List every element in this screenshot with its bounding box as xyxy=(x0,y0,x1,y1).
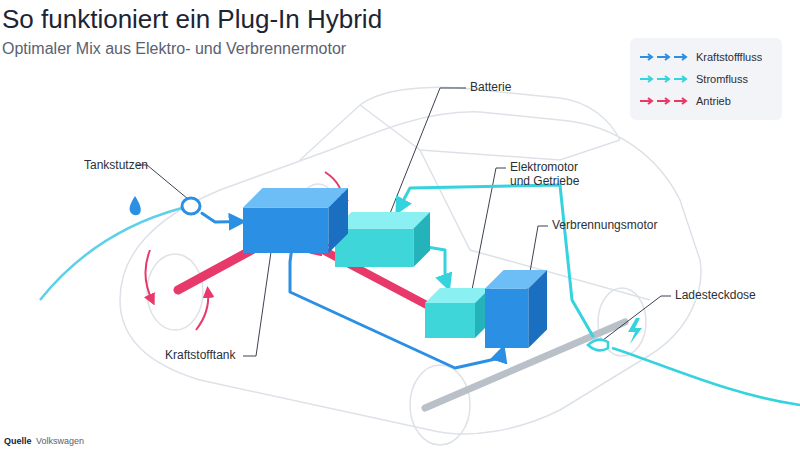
part-label: Tankstutzen xyxy=(84,158,148,172)
flow-line xyxy=(290,253,503,368)
leader-line xyxy=(243,245,272,356)
legend-sample xyxy=(640,73,690,85)
source-label: Quelle xyxy=(4,436,32,446)
flow-chevron xyxy=(674,54,686,60)
charging-socket: Ladesteckdose xyxy=(586,336,610,354)
box-top xyxy=(335,212,430,229)
source-label: Volkswagen xyxy=(36,436,84,446)
flow-line xyxy=(430,247,449,288)
legend-swatch xyxy=(640,98,686,104)
legend-text: Kraftstofffluss xyxy=(696,50,762,64)
part-label: Ladesteckdose xyxy=(675,288,756,302)
electric-motor-box: Elektromotor und Getriebe xyxy=(425,288,490,338)
legend: KraftstoffflussStromflussAntrieb xyxy=(630,38,782,120)
flow-chevron xyxy=(657,76,669,82)
flow-chevron xyxy=(640,98,652,104)
node-shape xyxy=(425,288,490,338)
lightning-symbol xyxy=(628,318,642,344)
legend-text: Stromfluss xyxy=(696,72,748,86)
part-label: Kraftstofftank xyxy=(165,348,235,362)
filler-ring xyxy=(182,198,200,214)
flow-chevron xyxy=(674,76,686,82)
node-shape xyxy=(180,196,202,216)
flow-line xyxy=(202,213,243,222)
flow-chevron xyxy=(674,98,686,104)
box-side xyxy=(329,188,349,253)
leader-lines xyxy=(137,88,671,356)
box-front xyxy=(485,289,528,348)
fuel-filler: Tankstutzen xyxy=(180,196,202,216)
legend-row: Antrieb xyxy=(630,92,782,110)
rotation-arrow xyxy=(145,250,152,300)
legend-sample xyxy=(640,51,690,63)
box-side xyxy=(414,212,431,267)
legend-text: Antrieb xyxy=(696,94,731,108)
car-outline xyxy=(120,87,701,445)
leader-line xyxy=(603,296,671,340)
title: So funktioniert ein Plug-In Hybrid xyxy=(2,4,382,34)
part-label: Elektromotor und Getriebe xyxy=(510,160,592,188)
legend-swatch xyxy=(640,54,686,60)
box-front xyxy=(425,303,475,338)
battery-box: Batterie xyxy=(335,212,430,267)
flow-chevron xyxy=(640,76,652,82)
rotation-arrow xyxy=(196,292,208,330)
car-body xyxy=(120,112,701,434)
car-window xyxy=(360,105,620,160)
flow-chevron xyxy=(640,54,652,60)
leader-line xyxy=(385,88,466,226)
part-label: Batterie xyxy=(470,80,511,94)
node-shape xyxy=(243,188,348,253)
charging-cable xyxy=(612,348,800,405)
fuel-drop xyxy=(130,196,141,215)
fuel-tank-box: Kraftstofftank xyxy=(243,188,348,253)
flow-chevron xyxy=(657,54,669,60)
legend-row: Stromfluss xyxy=(630,70,782,88)
part-label: Verbrennungsmotor xyxy=(552,218,657,232)
box-side xyxy=(528,270,547,348)
socket-shape xyxy=(588,340,608,351)
legend-sample xyxy=(640,95,690,107)
node-shape xyxy=(335,212,430,267)
combustion-engine-box: Verbrennungsmotor xyxy=(485,270,547,348)
car-roof xyxy=(300,87,620,160)
legend-row: Kraftstofffluss xyxy=(630,48,782,66)
legend-swatch xyxy=(640,76,686,82)
subtitle: Optimaler Mix aus Elektro- und Verbrenne… xyxy=(2,40,346,58)
fuel-hose xyxy=(40,208,182,300)
node-shape xyxy=(586,336,610,354)
node-shape xyxy=(485,270,547,348)
flow-chevron xyxy=(657,98,669,104)
box-front xyxy=(243,208,329,254)
